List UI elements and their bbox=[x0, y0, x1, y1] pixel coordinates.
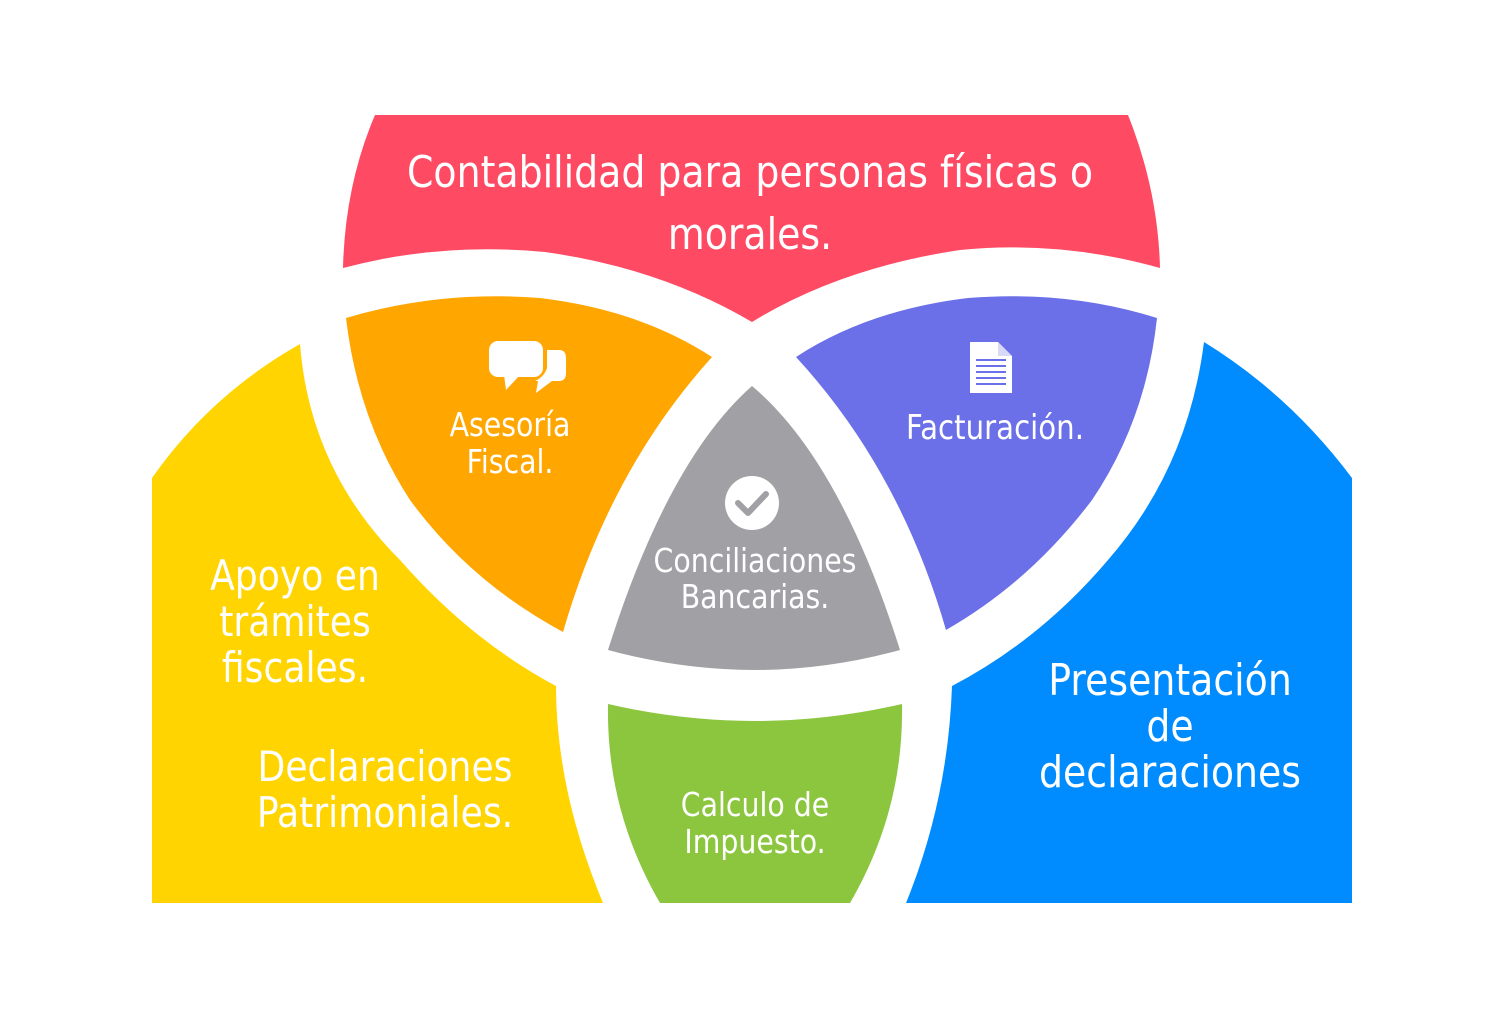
label-line: Fiscal. bbox=[466, 442, 554, 481]
check-circle-icon bbox=[725, 476, 779, 530]
label-line: Conciliaciones bbox=[653, 541, 857, 580]
label-line: Presentación bbox=[1048, 655, 1292, 706]
label-line: Asesoría bbox=[449, 405, 571, 444]
label-contabilidad: Contabilidad para personas físicas o mor… bbox=[397, 142, 1102, 266]
label-line: Apoyo en bbox=[210, 551, 380, 600]
label-line: Calculo de bbox=[680, 785, 830, 824]
label-line: declaraciones bbox=[1038, 747, 1302, 798]
region-top bbox=[343, 115, 1160, 322]
label-line: Contabilidad para personas físicas o bbox=[407, 147, 1093, 198]
region-upper-right bbox=[796, 296, 1157, 630]
label-line: trámites bbox=[219, 597, 371, 646]
label-presentacion-declaraciones: Presentación de declaraciones bbox=[1028, 658, 1312, 796]
label-line: de bbox=[1146, 701, 1194, 752]
speech-bubbles-icon bbox=[489, 341, 566, 393]
label-conciliaciones-bancarias: Conciliaciones Bancarias. bbox=[639, 543, 871, 615]
label-line: Bancarias. bbox=[680, 577, 830, 616]
region-left bbox=[152, 344, 603, 903]
document-icon bbox=[970, 342, 1012, 393]
label-line: Facturación. bbox=[906, 408, 1084, 448]
label-declaraciones-patrimoniales: Declaraciones Patrimoniales. bbox=[230, 744, 540, 836]
label-calculo-impuesto: Calculo de Impuesto. bbox=[656, 786, 854, 860]
label-facturacion: Facturación. bbox=[888, 408, 1103, 448]
region-right bbox=[906, 342, 1352, 903]
label-apoyo-tramites: Apoyo en trámites fiscales. bbox=[188, 553, 403, 691]
label-line: Impuesto. bbox=[684, 822, 826, 861]
label-line: morales. bbox=[667, 209, 833, 260]
label-asesoria-fiscal: Asesoría Fiscal. bbox=[424, 406, 596, 480]
label-line: Declaraciones bbox=[257, 742, 513, 791]
region-upper-left bbox=[346, 296, 712, 632]
label-line: fiscales. bbox=[221, 643, 369, 692]
region-bottom bbox=[607, 704, 903, 903]
label-line: Patrimoniales. bbox=[256, 788, 514, 837]
